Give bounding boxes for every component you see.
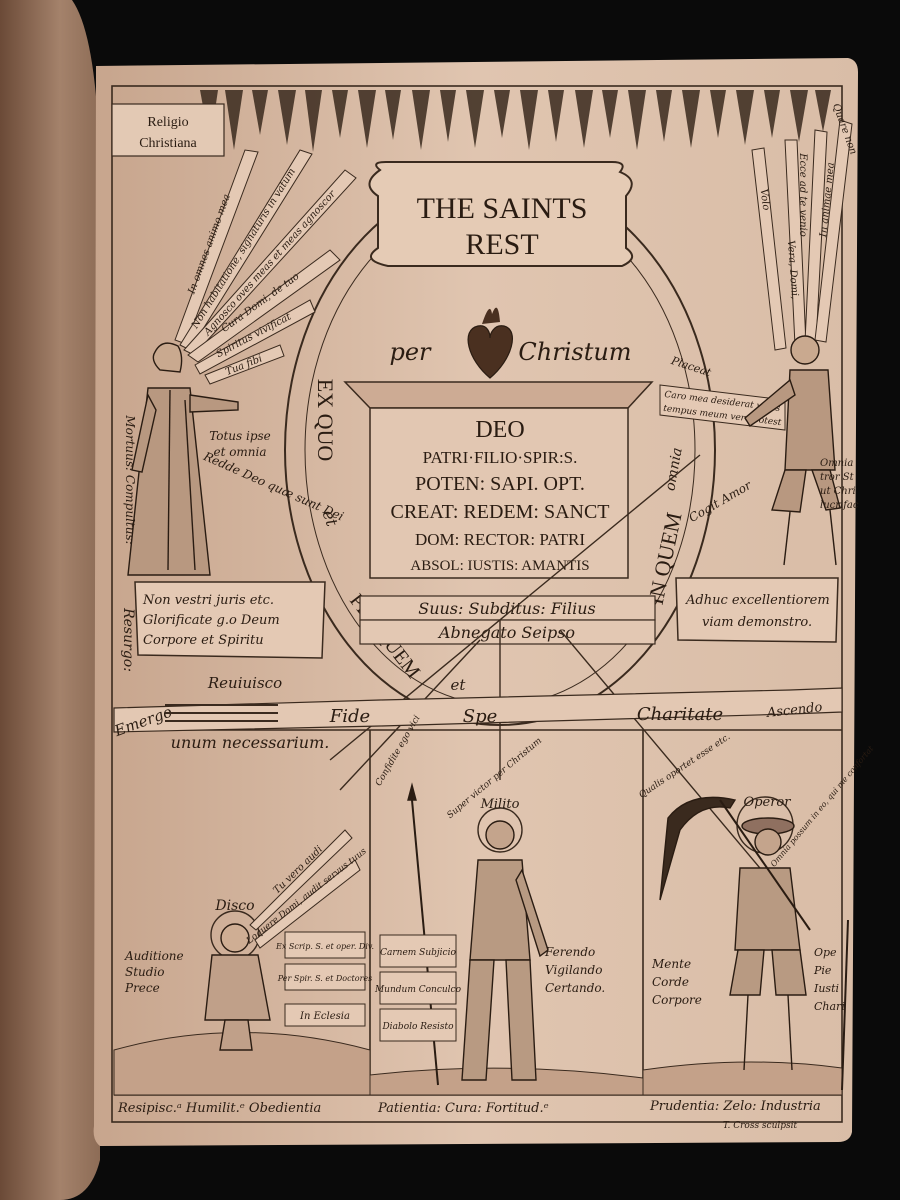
ope-line-2: Pie [813,964,832,977]
plaque-carnem-text: Carnem Subjicio [380,948,456,958]
left-box-line-1: Non vestri juris etc. [142,593,274,608]
engraver-signature: T. Cross sculpsit [723,1121,798,1131]
bottom-caption-left: Resipisc.ᵃ Humilit.ᵉ Obedientia [117,1101,321,1116]
right-ribbon-2: Vera, Domi, [785,240,800,300]
audition-line-1: Auditione [124,949,184,963]
book-spine-edge [0,0,100,1200]
omnia-right-3: ut Chri [820,486,856,497]
plaque-diabolo-text: Diabolo Resisto [381,1022,454,1032]
altar-line-6: ABSOL: IUSTIS: AMANTIS [410,558,589,574]
abnegato-band [359,619,656,645]
plaque-mundum [379,971,457,1005]
cartouche-line-2: REST [465,228,538,261]
altar-line-5: DOM: RECTOR: PATRI [415,530,585,549]
altar-top [343,381,654,409]
plaque-carnem [379,934,457,968]
altar-line-2: PATRI·FILIO·SPIR:S. [423,448,578,467]
left-figure-robed-man [127,342,239,576]
audition-line-3: Prece [124,981,160,995]
heart-flame-icon [482,307,500,324]
ope-line-3: Iusti [813,982,839,995]
totus-line-2: et omnia [213,445,266,459]
disco-ribbons [249,829,361,949]
reuiuisco-label: Reuiuisco [207,674,282,692]
bottom-caption-middle: Patientia: Cura: Fortitud.ᵉ [377,1101,549,1116]
omnia-right-1: Omnia [820,458,853,469]
mente-line-3: Corpore [652,993,702,1007]
ferendo-line-2: Vigilando [545,963,602,977]
corner-title-line-2: Christiana [139,136,197,151]
plaque-ecclesia-text: In Eclesia [299,1011,350,1022]
plaque-scripture-text: Ex Scrip. S. et oper. Div. [275,942,374,951]
abnegato-label: Abnegato Seipso [437,623,575,642]
bottom-caption-right: Prudentia: Zelo: Industria [649,1099,821,1114]
ferendo-line-1: Ferendo [544,945,595,959]
ex-quo-label: EX QUO [313,379,338,462]
right-box-line-1: Adhuc excellentiorem [685,593,830,608]
right-scroll-box [675,577,839,643]
altar-line-1: DEO [475,417,524,443]
ascendo-label: Ascendo [765,700,823,721]
ope-line-4: Chari [814,1000,845,1013]
corner-title-box [111,103,225,157]
corner-title-line-1: Religio [147,115,188,130]
labourer-figure [659,796,849,1091]
right-box-line-2: viam demonstro. [702,615,812,630]
plaque-mundum-text: Mundum Conculco [374,985,462,995]
flaming-heart-icon [467,325,513,379]
per-label: per [389,338,432,366]
left-scroll-box [134,581,326,659]
plaque-spirit-text: Per Spir. S. et Doctores [277,974,373,983]
spe-label: Spe [463,706,498,727]
cartouche-line-1: THE SAINTS [417,192,588,225]
omnia-right-2: tror St [820,472,855,483]
right-ribbon-3: Ecce ad te venio [797,152,808,236]
seated-child-figure [204,910,271,1051]
left-box-line-2: Glorificate g.o Deum [143,613,280,628]
armoured-knight-figure [407,782,549,1086]
plaque-ecclesia [284,1003,366,1027]
ground-right [642,1061,843,1096]
unum-label: unum necessarium. [171,733,330,752]
plaque-diabolo [379,1008,457,1042]
unum-rule-lines [165,704,278,722]
ferendo-line-3: Certando. [545,981,605,995]
left-ribbons [174,149,357,385]
milito-label: Milito [480,797,520,812]
mente-line-2: Corde [652,975,689,989]
right-figure-cavalier [744,335,841,566]
ground-hills [113,1032,371,1096]
plaque-spirit [284,963,366,991]
oval-et-left: et [319,507,342,529]
operor-label: Operor [744,795,792,810]
oval-et-bottom: et [451,676,467,694]
mente-line-1: Mente [651,957,691,971]
audition-line-2: Studio [125,965,165,979]
suus-label: Suus: Subditus: Filius [418,599,596,618]
right-ribbon-1: Volo [758,188,772,211]
resurgo-label: Resurgo: [120,607,136,672]
ope-line-1: Ope [814,946,837,959]
totus-line-1: Totus ipse [209,429,271,443]
left-box-line-3: Corpore et Spiritu [143,633,264,648]
heavenly-rays [200,90,831,152]
fide-label: Fide [329,706,370,727]
altar-line-3: POTEN: SAPI. OPT. [415,473,585,495]
suus-band [359,595,656,621]
virtues-ribbon [113,687,843,733]
mortuus-label: Mortuus: Compultus: [123,414,137,544]
plaque-scripture [284,931,366,959]
omnia-right-4: lucrifac [820,500,859,511]
title-cartouche [368,161,633,267]
charitate-label: Charitate [637,704,723,725]
disco-label: Disco [214,898,254,914]
christum-label: Christum [518,338,631,366]
altar-line-4: CREAT: REDEM: SANCT [390,501,609,523]
